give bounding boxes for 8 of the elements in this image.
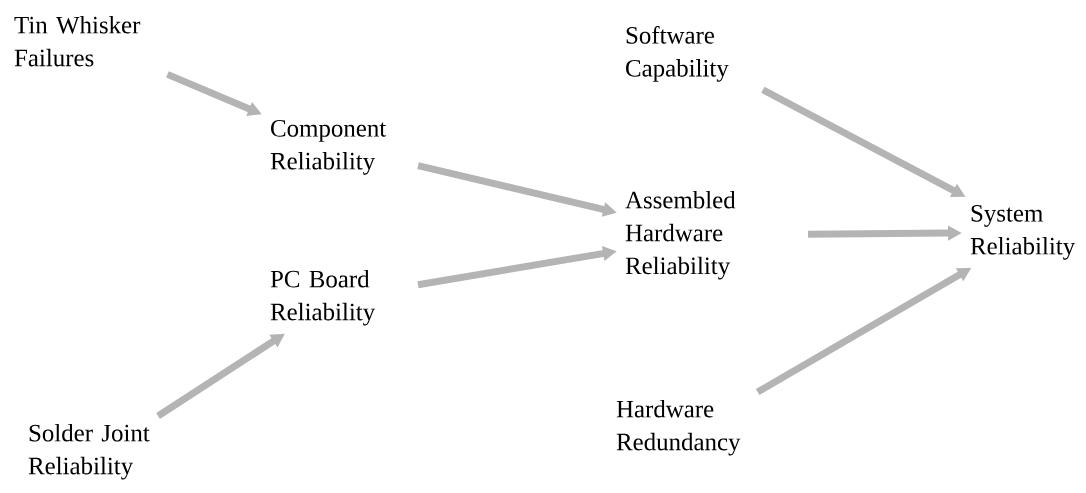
node-label: System Reliability xyxy=(970,205,1076,260)
node-label: Component Reliability xyxy=(270,120,387,175)
node-label: PC Board Reliability xyxy=(270,270,376,326)
node-label: Solder Joint Reliability xyxy=(28,424,150,480)
node-label: Software Capability xyxy=(626,26,729,82)
node-label: Tin Whisker Failures xyxy=(14,16,141,67)
node-label: Hardware Redundancy xyxy=(616,400,741,456)
node-label: Assembled Hardware Reliability xyxy=(625,191,736,280)
